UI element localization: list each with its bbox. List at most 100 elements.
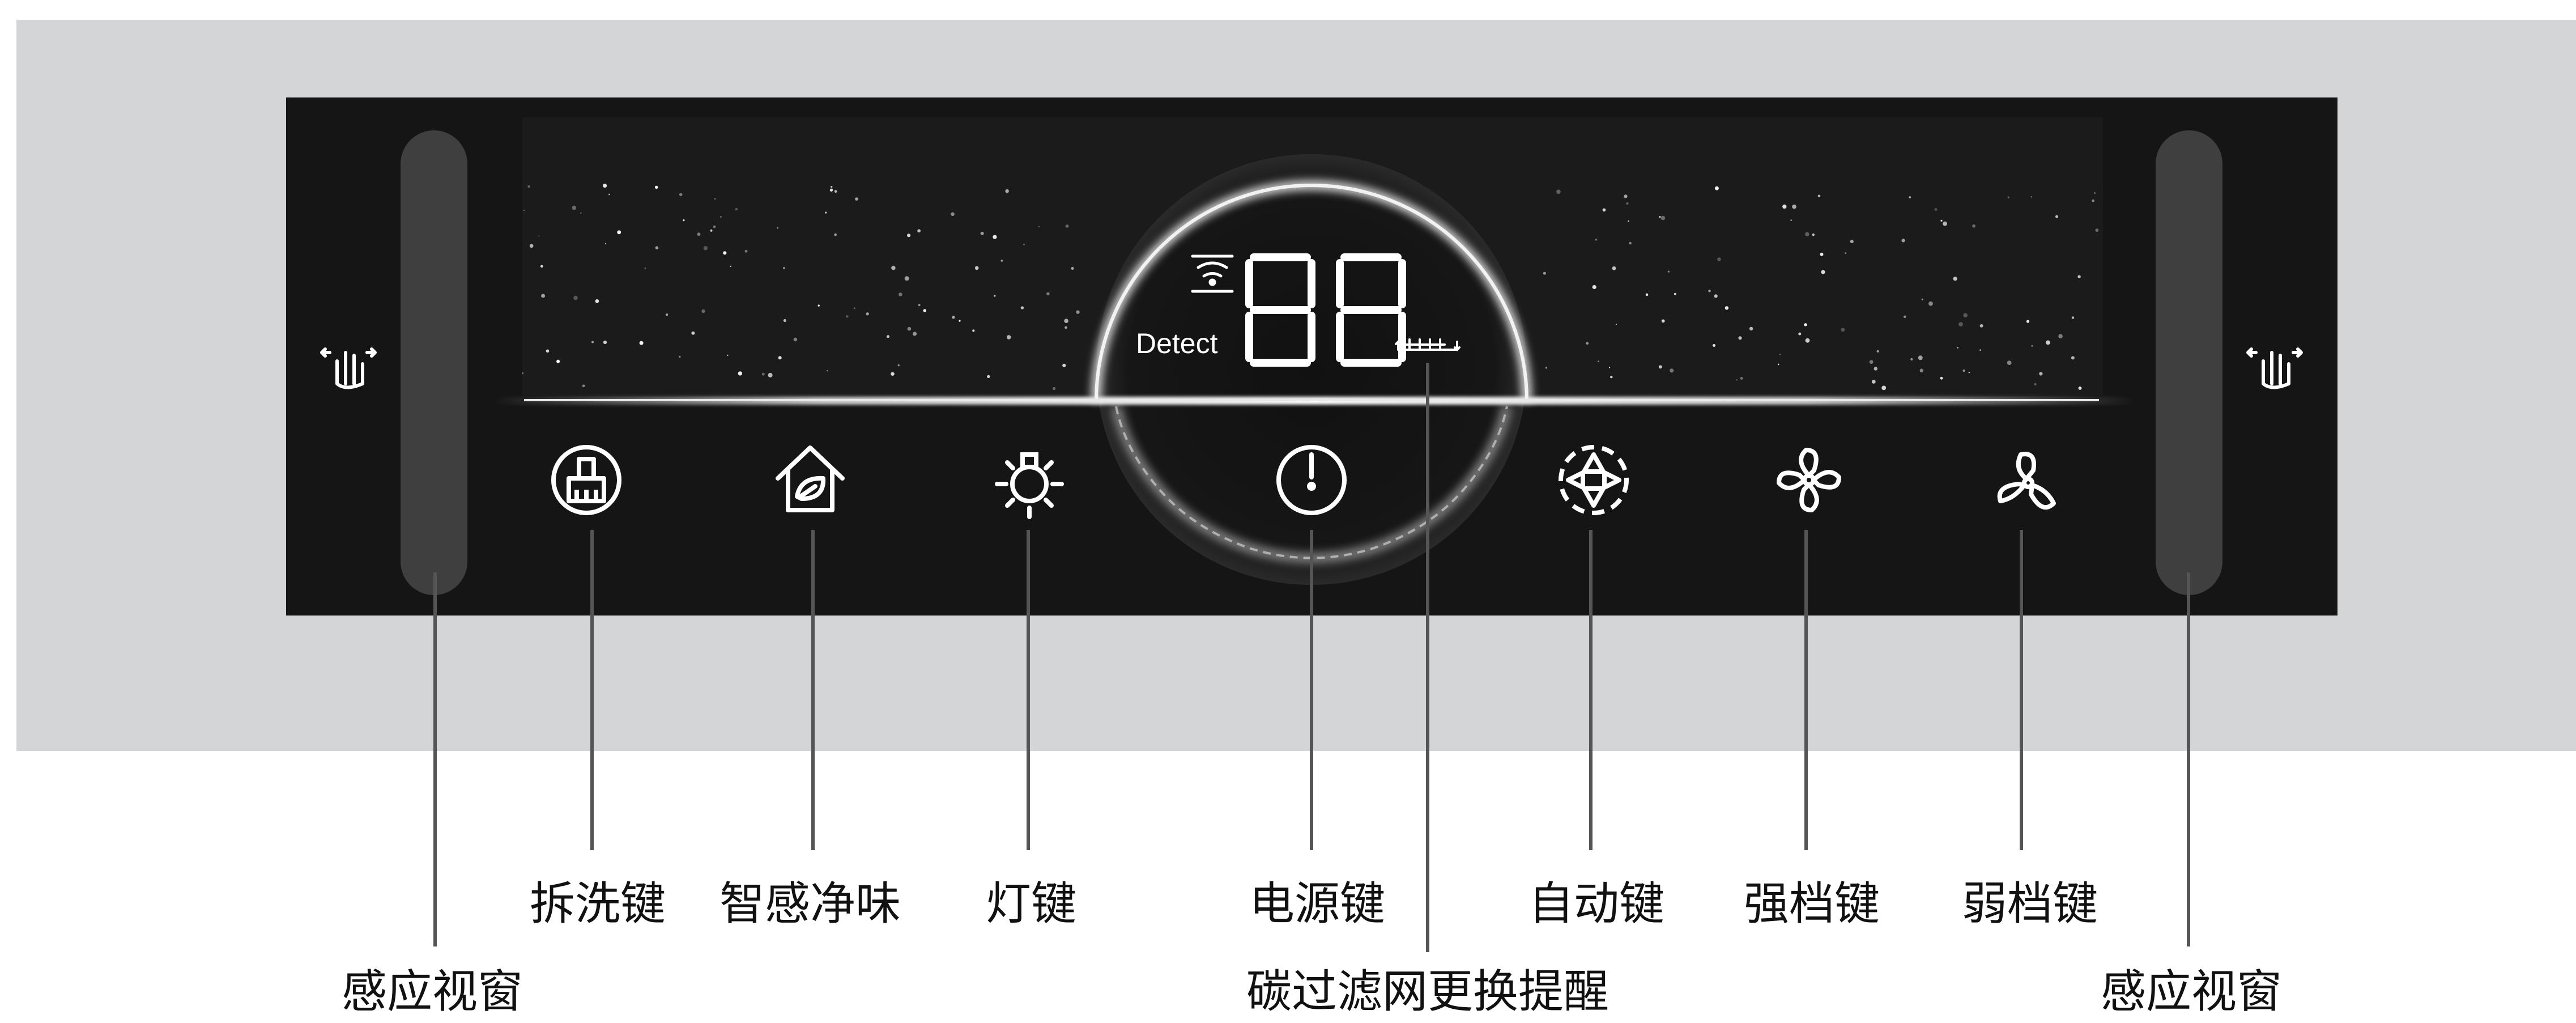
star-dot (2058, 334, 2063, 338)
star-dot (829, 188, 833, 192)
star-dot (768, 372, 773, 377)
star-dot (2031, 345, 2033, 347)
star-dot (529, 244, 534, 248)
brush-in-circle-icon[interactable] (544, 438, 629, 523)
star-dot (2039, 372, 2043, 376)
star-dot (697, 232, 701, 236)
star-dot (644, 267, 646, 269)
star-dot (1595, 239, 1598, 241)
star-dot (1071, 267, 1074, 270)
star-dot (546, 349, 550, 353)
star-dot (654, 185, 658, 189)
smart-odor-label: 智感净味 (719, 877, 901, 930)
star-dot (866, 312, 869, 316)
light-label: 灯键 (986, 877, 1076, 930)
star-dot (899, 292, 902, 296)
star-dot (713, 225, 716, 228)
air-quality-signal-icon (1191, 254, 1234, 293)
star-dot (1020, 306, 1024, 309)
star-dot (1874, 367, 1877, 371)
star-dot (907, 234, 911, 237)
weak-label: 弱档键 (1962, 877, 2098, 930)
star-dot (580, 212, 582, 214)
star-dot (1779, 354, 1781, 355)
star-dot (1928, 301, 1933, 306)
fan-strong-icon[interactable] (1766, 438, 1851, 523)
star-dot (1962, 369, 1965, 372)
star-dot (777, 227, 778, 229)
star-dot (923, 309, 926, 312)
star-dot (912, 332, 917, 336)
star-dot (987, 375, 990, 379)
auto-fan-icon[interactable] (1551, 438, 1636, 523)
left-sensor-window[interactable] (401, 130, 467, 595)
star-dot (2095, 228, 2099, 232)
star-dot (1871, 380, 1876, 384)
star-dot (720, 216, 722, 218)
star-dot (703, 246, 708, 251)
filter-reminder-label: 碳过滤网更换提醒 (1246, 965, 1609, 1018)
right-sensor-window[interactable] (2156, 130, 2222, 595)
star-dot (1805, 338, 1810, 343)
star-dot (2007, 360, 2012, 365)
star-dot (1921, 298, 1923, 300)
star-dot (1602, 208, 1606, 212)
star-dot (1543, 271, 1546, 275)
star-dot (595, 299, 599, 303)
star-dot (2071, 316, 2075, 319)
star-dot (1740, 377, 1743, 380)
star-dot (827, 370, 828, 372)
star-dot (1065, 326, 1067, 329)
light-bar (524, 399, 2099, 401)
star-dot (2078, 387, 2082, 390)
star-dot (665, 313, 669, 316)
star-dot (738, 371, 743, 376)
star-dot (691, 331, 695, 335)
house-leaf-icon[interactable] (768, 438, 853, 523)
star-dot (1725, 306, 1729, 310)
star-dot (1717, 257, 1721, 261)
star-dot (591, 341, 594, 343)
star-dot (639, 341, 644, 345)
star-dot (1046, 292, 1050, 296)
star-dot (2092, 199, 2094, 202)
light-bulb-icon[interactable] (987, 438, 1072, 523)
star-dot (582, 384, 585, 388)
fan-weak-icon[interactable] (1986, 438, 2071, 523)
star-dot (1658, 365, 1662, 369)
star-dot (541, 294, 546, 298)
star-dot (604, 243, 607, 245)
star-dot (1919, 368, 1924, 373)
star-dot (608, 193, 610, 196)
star-dot (1805, 232, 1809, 236)
star-dot (1626, 202, 1629, 205)
star-dot (1821, 270, 1825, 274)
auto-label: 自动键 (1528, 877, 1664, 930)
star-dot (1804, 323, 1807, 326)
star-dot (2077, 275, 2081, 278)
star-dot (793, 337, 798, 342)
star-dot (1005, 189, 1009, 193)
star-dot (1820, 252, 1824, 256)
strong-label: 强档键 (1744, 877, 1880, 930)
star-dot (1910, 358, 1913, 361)
star-dot (952, 316, 955, 319)
star-dot (1909, 196, 1911, 198)
star-dot (1790, 219, 1792, 221)
star-dot (1792, 204, 1796, 209)
star-dot (1645, 293, 1649, 296)
power-icon[interactable] (1269, 438, 1354, 523)
star-dot (573, 295, 578, 300)
star-dot (1881, 385, 1887, 390)
power-label: 电源键 (1249, 877, 1385, 930)
star-dot (887, 335, 889, 338)
star-dot (1065, 224, 1069, 228)
star-dot (730, 265, 731, 268)
star-dot (1901, 239, 1905, 243)
right-sensor-label: 感应视窗 (2101, 965, 2282, 1018)
star-dot (540, 265, 543, 268)
star-dot (617, 230, 621, 235)
star-dot (1545, 367, 1547, 369)
star-dot (603, 340, 607, 345)
star-dot (2094, 192, 2096, 194)
